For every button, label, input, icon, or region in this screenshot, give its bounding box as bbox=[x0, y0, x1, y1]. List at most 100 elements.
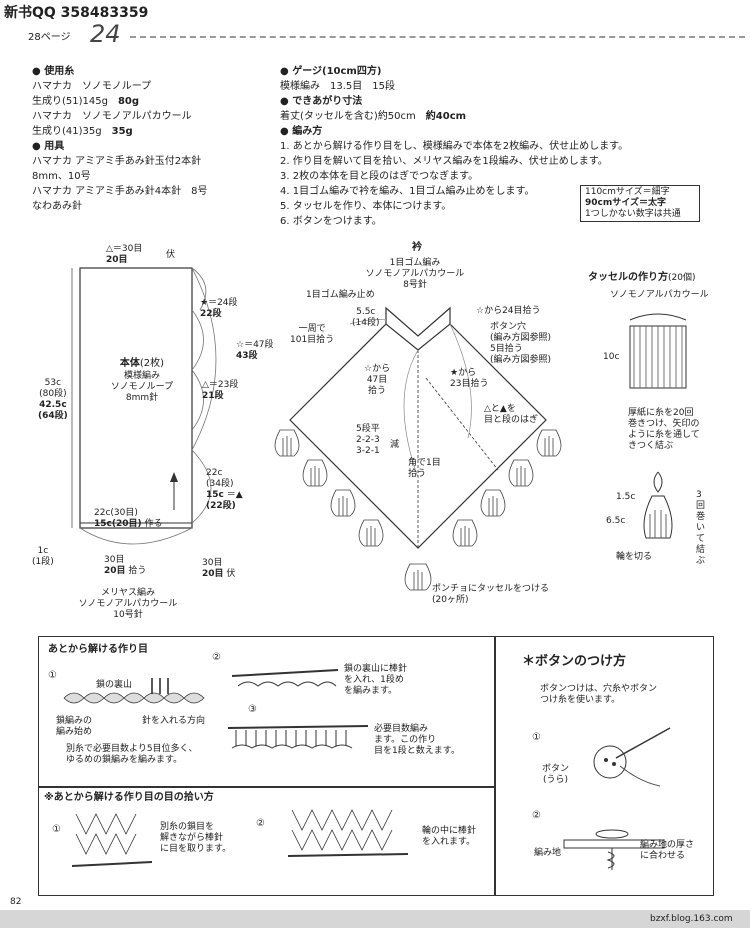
cast-on-step3-diagram bbox=[228, 725, 368, 749]
poncho-tassel bbox=[274, 429, 300, 457]
tassel-d2: 6.5c bbox=[606, 516, 626, 526]
body-left-label: 1c(1段) bbox=[32, 546, 54, 567]
tassel-head bbox=[643, 495, 673, 539]
body-top-cast-off: 伏 bbox=[166, 250, 176, 260]
seam-label: △と▲を目と段のはぎ bbox=[484, 404, 539, 425]
poncho-diagram bbox=[274, 306, 562, 591]
body-yarn: ソノモノループ bbox=[110, 382, 174, 392]
method-step-4: 4. 1目ゴム編みで衿を編み、1目ゴム編み止めをします。 bbox=[280, 186, 535, 197]
yarn-line-4: 生成り(41)35g 35g bbox=[32, 126, 133, 137]
button-side bbox=[595, 829, 629, 839]
qq-header: 新书QQ 358483359 bbox=[4, 5, 149, 21]
cast-on-step3-text: 必要目数編みます。この作り目を1段と数えます。 bbox=[374, 724, 460, 756]
collar-size-label: 5.5c(14段) bbox=[352, 307, 380, 328]
button-step-2: ② bbox=[532, 810, 541, 821]
method-title: ● 編み方 bbox=[280, 126, 323, 137]
needle-direction-label: 針を入れる方向 bbox=[142, 716, 206, 726]
body-panel-rect bbox=[79, 267, 193, 529]
body-height-label: 53c(80段)42.5c(64段) bbox=[38, 378, 68, 421]
footer-site: bzxf.blog.163.com bbox=[650, 914, 733, 924]
cast-on-step-1: ① bbox=[48, 670, 57, 681]
tassel-finished-diagram bbox=[643, 471, 673, 539]
method-block: ● ゲージ(10cm四方) 模様編み 13.5目 15段 ● できあがり寸法 着… bbox=[280, 64, 628, 229]
body-panel-stockinette-arcs bbox=[79, 527, 193, 545]
gauge-title: ● ゲージ(10cm四方) bbox=[280, 66, 382, 77]
poncho-collar bbox=[385, 306, 451, 337]
method-step-5: 5. タッセルを作り、本体につけます。 bbox=[280, 201, 452, 212]
tassel-strands bbox=[649, 510, 667, 538]
gauge-text: 模様編み 13.5目 15段 bbox=[280, 81, 395, 92]
legend-line-3: 1つしかない数字は共通 bbox=[585, 209, 681, 219]
materials-block: ● 使用糸 ハマナカ ソノモノループ 生成り(51)145g 80g ハマナカ … bbox=[32, 64, 208, 214]
pickup-step2-diagram bbox=[288, 809, 408, 857]
chain-back-label: 鎖の裏山 bbox=[96, 680, 133, 690]
legend-line-1: 110cmサイズ＝細字 bbox=[585, 187, 670, 197]
cast-on-title: あとから解ける作り目 bbox=[48, 644, 148, 655]
pickup-title: ※あとから解ける作り目の目の拾い方 bbox=[44, 792, 214, 803]
tassel-card-diagram bbox=[629, 313, 687, 389]
poncho-tassel bbox=[508, 459, 534, 487]
cast-on-chain-diagram bbox=[63, 678, 205, 704]
page-number: 24 bbox=[90, 20, 121, 48]
corner-label: 角で1目拾う bbox=[408, 458, 441, 479]
decrease-mark: 減 bbox=[390, 440, 400, 450]
body-title: 本体(2枚) bbox=[119, 358, 165, 369]
chain-start-label: 鎖編みの編み始め bbox=[56, 716, 93, 737]
body-side-label: 22c(34段)15c ＝▲(22段) bbox=[206, 468, 243, 511]
method-step-6: 6. ボタンをつけます。 bbox=[280, 216, 382, 227]
tassel-d1: 1.5c bbox=[616, 492, 636, 502]
knit-fabric-1 bbox=[72, 813, 152, 867]
collar-title: 衿 bbox=[412, 242, 422, 253]
tassel-cut-label: 輪を切る bbox=[616, 552, 653, 562]
method-step-2: 2. 作り目を解いて目を拾い、メリヤス編みを1段編み、伏せ止めします。 bbox=[280, 156, 608, 167]
tools-line-4: なわあみ針 bbox=[32, 201, 82, 212]
tassel-wraps bbox=[633, 326, 683, 388]
body-panel-arrow-head bbox=[170, 472, 178, 482]
button-shape bbox=[593, 745, 627, 779]
poncho-tassel bbox=[480, 489, 506, 517]
method-step-3: 3. 2枚の本体を目と段のはぎでつなぎます。 bbox=[280, 171, 479, 182]
tassel-wrap-label: 3 回巻いて結ぶ bbox=[696, 490, 706, 566]
page-ref: 28ページ bbox=[28, 32, 71, 43]
yarn-title: ● 使用糸 bbox=[32, 66, 75, 77]
tassel-thread bbox=[629, 313, 687, 321]
pickup-step-2: ② bbox=[256, 818, 265, 829]
tassel-attach-label: ポンチョにタッセルをつける(20ヶ所) bbox=[432, 584, 550, 605]
from-24-label: ☆から24目拾う bbox=[476, 306, 541, 316]
pickup-step2-text: 輪の中に棒針を入れます。 bbox=[422, 826, 477, 847]
button-panel bbox=[494, 636, 714, 896]
poncho-tassel bbox=[358, 519, 384, 547]
pickup-step1-diagram bbox=[72, 813, 152, 867]
button-step-1: ① bbox=[532, 732, 541, 743]
poncho-tassel bbox=[330, 489, 356, 517]
knitting-needle bbox=[232, 669, 338, 677]
body-pattern: 模様編み bbox=[123, 371, 160, 381]
legend-line-2: 90cmサイズ＝太字 bbox=[585, 198, 666, 208]
footer-page-number: 82 bbox=[10, 897, 22, 907]
knit-fabric-2 bbox=[288, 809, 408, 857]
needle-direction-arrows bbox=[151, 678, 169, 694]
button-hole-right bbox=[612, 762, 616, 766]
button-hole-label: ボタン穴(編み方図参照)5目拾う(編み方図参照) bbox=[490, 322, 552, 365]
cast-on-step2-diagram bbox=[232, 669, 338, 687]
fabric-label: 編み地 bbox=[534, 848, 562, 858]
tassel-title: タッセルの作り方(20個) bbox=[588, 272, 696, 283]
size-text: 着丈(タッセルを含む)約50cm 約40cm bbox=[280, 111, 467, 122]
poncho-tassel bbox=[404, 563, 432, 591]
yarn-line-1: ハマナカ ソノモノループ bbox=[32, 81, 152, 92]
cast-on-step-2: ② bbox=[212, 652, 221, 663]
poncho-guide-arcs bbox=[349, 319, 472, 479]
size-legend-box: 110cmサイズ＝細字 90cmサイズ＝太字 1つしかない数字は共通 bbox=[580, 185, 700, 222]
body-panel-dim-arcs bbox=[191, 267, 217, 524]
